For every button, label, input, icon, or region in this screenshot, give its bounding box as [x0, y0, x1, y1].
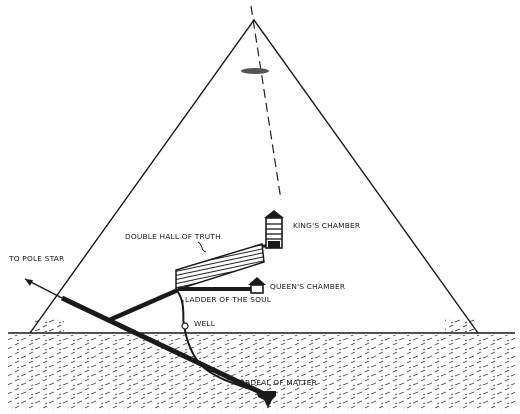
descending-passage [60, 295, 264, 396]
ordeal-label: ORDEAL OF MATTER [239, 378, 317, 387]
ascending-passage [106, 287, 179, 324]
pole-star-label: TO POLE STAR [8, 254, 64, 263]
pole-star-arrowhead [25, 279, 33, 286]
queens-chamber-label: QUEEN'S CHAMBER [270, 282, 345, 291]
ladder-label: LADDER OF THE SOUL [185, 295, 272, 304]
kings-chamber-label: KING'S CHAMBER [293, 221, 360, 230]
ordeal-of-matter-pit [256, 391, 276, 408]
double-hall-of-truth [175, 243, 265, 292]
kings-chamber-structure [264, 210, 284, 249]
apex-shaft-line [250, 5, 282, 201]
ladder-of-the-soul-shaft [177, 291, 263, 394]
double-hall-label: DOUBLE HALL OF TRUTH [125, 232, 221, 241]
well-label: WELL [194, 319, 216, 328]
well-marker [181, 322, 189, 330]
double-hall-leader [197, 241, 207, 253]
queens-chamber-structure [248, 277, 266, 294]
base-corner-hatch-right [445, 318, 475, 332]
capstone-mark [241, 68, 269, 74]
base-corner-hatch-left [34, 318, 64, 332]
pyramid-outline [29, 18, 479, 334]
